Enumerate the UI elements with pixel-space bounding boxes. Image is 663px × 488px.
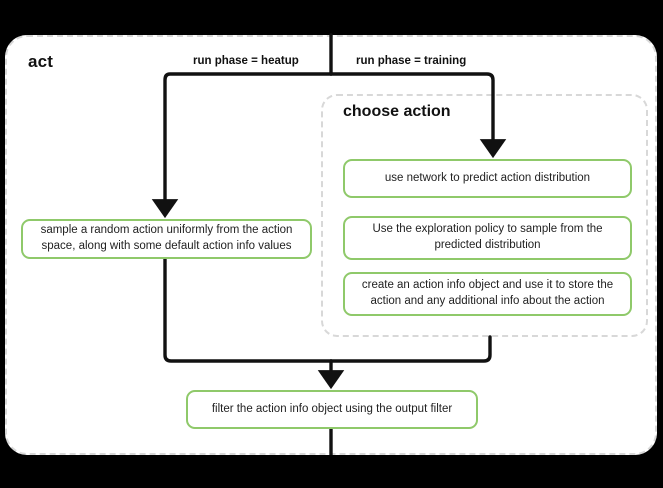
- act-title: act: [28, 52, 54, 71]
- choose-action-title: choose action: [343, 103, 451, 120]
- node-filter-output[interactable]: filter the action info object using the …: [186, 390, 478, 429]
- edge-label-training: run phase = training: [356, 55, 467, 67]
- node-create-action-info[interactable]: create an action info object and use it …: [343, 272, 632, 316]
- node-exploration-policy[interactable]: Use the exploration policy to sample fro…: [343, 216, 632, 260]
- edge-label-heatup: run phase = heatup: [193, 55, 299, 67]
- node-use-network-predict[interactable]: use network to predict action distributi…: [343, 159, 632, 198]
- node-sample-random-action[interactable]: sample a random action uniformly from th…: [21, 219, 312, 259]
